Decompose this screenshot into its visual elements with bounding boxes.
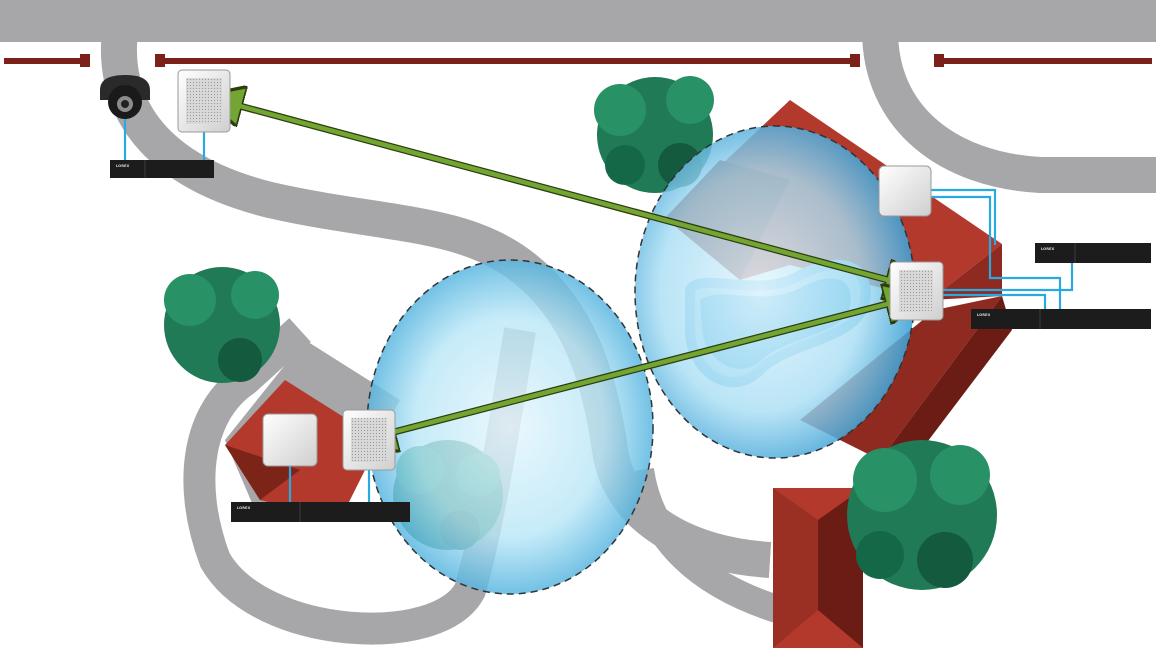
fence-post: [155, 54, 165, 67]
fence-post: [80, 54, 90, 67]
wireless-links: [210, 98, 918, 440]
link-right-to-left-fill: [362, 293, 919, 443]
wireless-bridge-icon: [342, 409, 396, 471]
nvr-brand-label: LOREX: [977, 313, 990, 317]
link-right-to-top-left-fill: [209, 95, 919, 291]
network-cables: [123, 110, 1074, 505]
path-bottom: [626, 467, 785, 624]
devices: LOREX LOREX LOREX LOREX: [100, 69, 1151, 522]
network-recorder-icon: LOREX: [1035, 243, 1151, 263]
network-recorder-icon: LOREX: [231, 502, 410, 522]
curved-driveway-right: [862, 29, 1156, 193]
fence-post: [850, 54, 860, 67]
access-point-icon: [262, 413, 318, 467]
dome-camera-icon: [100, 75, 150, 119]
network-recorder-icon: LOREX: [110, 160, 214, 178]
wireless-bridge-icon: [177, 69, 231, 133]
nvr-brand-label: LOREX: [1041, 247, 1054, 251]
fence-segment: [158, 58, 858, 64]
network-recorder-icon: LOREX: [971, 309, 1151, 329]
nvr-brand-label: LOREX: [237, 506, 250, 510]
cable-bridge-right: [943, 262, 1074, 312]
access-point-icon: [878, 165, 932, 217]
nvr-brand-label: LOREX: [116, 164, 129, 168]
fence-post: [934, 54, 944, 67]
fence: [4, 54, 1152, 67]
wireless-bridge-icon: [889, 261, 944, 321]
tree-left: [164, 267, 280, 383]
coverage-zone-right: [634, 125, 916, 459]
fence-segment: [4, 58, 86, 64]
tree-right: [847, 440, 997, 590]
fence-segment: [934, 58, 1152, 64]
top-road: [0, 0, 1156, 42]
